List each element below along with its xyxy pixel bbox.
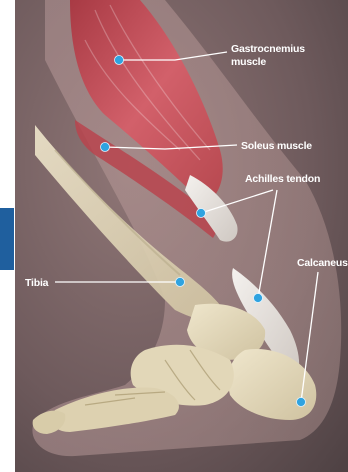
soleus-pointer-dot xyxy=(101,143,110,152)
side-tab-marker xyxy=(0,208,14,270)
gastrocnemius-pointer-dot xyxy=(115,56,124,65)
ankle-anatomy-illustration: Gastrocnemius muscle Soleus muscle Achil… xyxy=(15,0,348,472)
achilles-lower-pointer-dot xyxy=(254,294,263,303)
tibia-label: Tibia xyxy=(25,277,49,289)
gastrocnemius-label-line1: Gastrocnemius xyxy=(231,43,305,55)
achilles-upper-pointer-dot xyxy=(197,209,206,218)
calcaneus-label: Calcaneus xyxy=(297,257,348,269)
gastrocnemius-label-line2: muscle xyxy=(231,56,266,68)
soleus-label: Soleus muscle xyxy=(241,140,312,152)
calcaneus-pointer-dot xyxy=(297,398,306,407)
tibia-pointer-dot xyxy=(176,278,185,287)
achilles-tendon-label: Achilles tendon xyxy=(245,173,320,185)
